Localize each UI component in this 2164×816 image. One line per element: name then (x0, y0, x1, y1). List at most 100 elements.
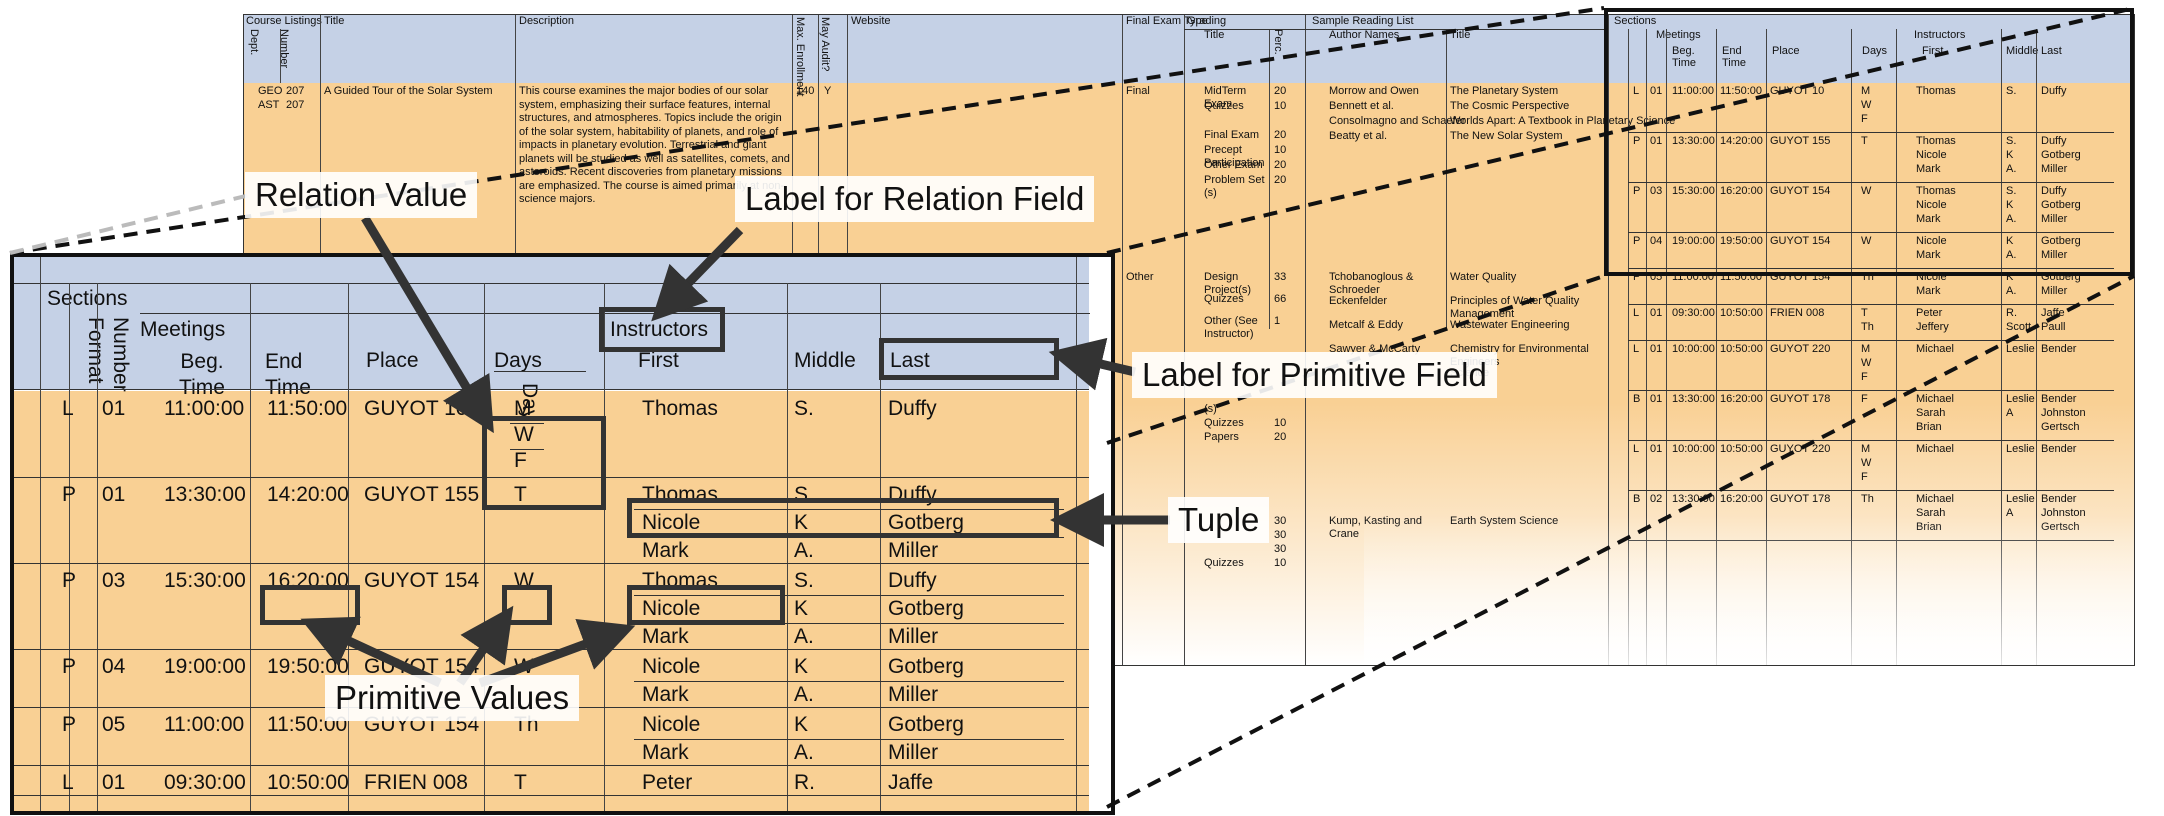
relation-value-label: Relation Value (245, 172, 478, 218)
relation-value-box (482, 416, 606, 510)
bg-instructor-first: Thomas (1916, 135, 1956, 147)
bg-place-header: Place (1772, 45, 1800, 57)
column-divider (604, 283, 605, 811)
zoom-first-header: First (638, 349, 679, 372)
bg-row-beg: 15:30:00 (1672, 185, 1715, 197)
zoom-instructor-middle: K (794, 655, 809, 678)
zoom-instructor-first: Nicole (642, 655, 701, 678)
bg-row-format: B (1633, 493, 1641, 505)
column-divider (1076, 283, 1077, 811)
bg-row-day: W (1861, 235, 1872, 247)
zoom-row-format: P (62, 713, 77, 736)
bg-desc-line: planets will be studied as well as satel… (519, 152, 790, 165)
zoom-row-number: 01 (102, 483, 126, 506)
bg-grading-item: Papers (1204, 431, 1239, 443)
zoom-row-beg: 13:30:00 (164, 483, 246, 506)
bg-instructor-last: Bender (2041, 443, 2077, 455)
bg-row-day: Th (1861, 321, 1874, 333)
column-divider (1122, 15, 1123, 665)
bg-row-format: P (1633, 235, 1641, 247)
bg-header-9: Grading (1187, 15, 1227, 27)
bg-row-place: GUYOT 155 (1770, 135, 1831, 147)
zoom-instructor-middle: R. (794, 771, 815, 794)
column-divider (40, 257, 41, 283)
zoom-row-number: 05 (102, 713, 126, 736)
zoom-instructor-first: Mark (642, 539, 689, 562)
bg-reading-title: The Planetary System (1450, 85, 1559, 97)
zoom-instructor-last: Gotberg (888, 597, 964, 620)
bg-row-end: 19:50:00 (1720, 235, 1763, 247)
zoom-instructor-middle: K (794, 597, 809, 620)
bg-author: Bennett et al. (1329, 100, 1394, 112)
column-divider (250, 283, 251, 811)
bg-row-place: GUYOT 154 (1770, 185, 1831, 197)
bg-row-beg: 13:30:00 (1672, 493, 1715, 505)
bg-instructor-middle: S. (2006, 185, 2017, 197)
zoom-row-end: 14:20:00 (267, 483, 349, 506)
column-divider (1305, 15, 1306, 665)
bg-desc-line: This course examines the major bodies of… (519, 85, 769, 97)
zoom-row-place: GUYOT 154 (364, 569, 480, 592)
bg-instructor-last: Bender (2041, 393, 2077, 405)
bg-dept-geo: GEO (258, 85, 283, 97)
bg-header-13: Author Names (1329, 29, 1400, 41)
row-divider (634, 595, 1064, 596)
bg-instructors-header: Instructors (1914, 29, 1966, 41)
column-divider (1766, 29, 1767, 665)
bg-instructor-last: Miller (2041, 249, 2068, 261)
zoom-row-format: L (62, 771, 74, 794)
bg-instructor-first: Mark (1916, 163, 1941, 175)
zoom-row-format: P (62, 655, 77, 678)
bg-grading-perc: 33 (1274, 271, 1287, 283)
bg-row-format: P (1633, 271, 1641, 283)
column-divider (1716, 29, 1717, 665)
row-divider (634, 623, 1064, 624)
bg-instructor-middle: A. (2006, 249, 2017, 261)
bg-grading-item: Other Exam (1204, 159, 1263, 171)
bg-instructor-middle: K (2006, 271, 2014, 283)
zoom-instructor-last: Duffy (888, 397, 937, 420)
bg-header-0: Course Listings (246, 15, 322, 27)
bg-author: Tchobanoglous & Schroeder (1329, 271, 1414, 296)
bg-row-format: P (1633, 135, 1641, 147)
zoom-source-box (1604, 8, 2134, 276)
bg-row-place: GUYOT 220 (1770, 443, 1831, 455)
row-divider (510, 449, 544, 450)
bg-grading-perc: 10 (1274, 100, 1287, 112)
zoom-instructor-last: Gotberg (888, 713, 964, 736)
bg-instructor-last: Duffy (2041, 185, 2067, 197)
bg-author: Beatty et al. (1329, 130, 1388, 142)
zoom-row-beg: 19:00:00 (164, 655, 246, 678)
bg-row-beg: 11:00:00 (1672, 85, 1715, 97)
bg-grading-perc: 20 (1274, 159, 1287, 171)
bg-row-day: Th (1861, 493, 1874, 505)
zoom-instructor-first: Mark (642, 683, 689, 706)
zoom-sections-title: Sections (47, 287, 128, 310)
bg-row-day: W (1861, 457, 1872, 469)
bg-instructor-first: Michael (1916, 343, 1954, 355)
column-divider (484, 283, 485, 811)
bg-row-number: 01 (1650, 135, 1663, 147)
column-divider (1269, 29, 1270, 329)
bg-instructor-last: Bender (2041, 493, 2077, 505)
zoom-row-day: T (514, 771, 527, 794)
zoom-instructor-last: Duffy (888, 569, 937, 592)
bg-row-end: 10:50:00 (1720, 443, 1763, 455)
column-divider (1076, 257, 1077, 283)
bg-row-beg: 13:30:00 (1672, 393, 1715, 405)
row-divider (634, 681, 1064, 682)
primitive-field-label: Label for Primitive Field (1132, 352, 1497, 398)
dashed-line-top-left (9, 6, 1605, 255)
row-divider (634, 739, 1064, 740)
bg-row-format: L (1633, 85, 1640, 97)
bg-header-7: Website (851, 15, 891, 27)
column-divider (2001, 29, 2002, 665)
bg-reading-title: Wastewater Engineering (1450, 319, 1570, 331)
bg-grading-item: Quizzes (1204, 557, 1244, 569)
zoom-instructor-first: Mark (642, 625, 689, 648)
dashed-line-top-right (1106, 6, 2135, 255)
zoom-instructor-first: Peter (642, 771, 693, 794)
column-divider (1628, 29, 1629, 665)
zoom-row-format: P (62, 569, 77, 592)
zoom-instructor-middle: A. (794, 625, 814, 648)
